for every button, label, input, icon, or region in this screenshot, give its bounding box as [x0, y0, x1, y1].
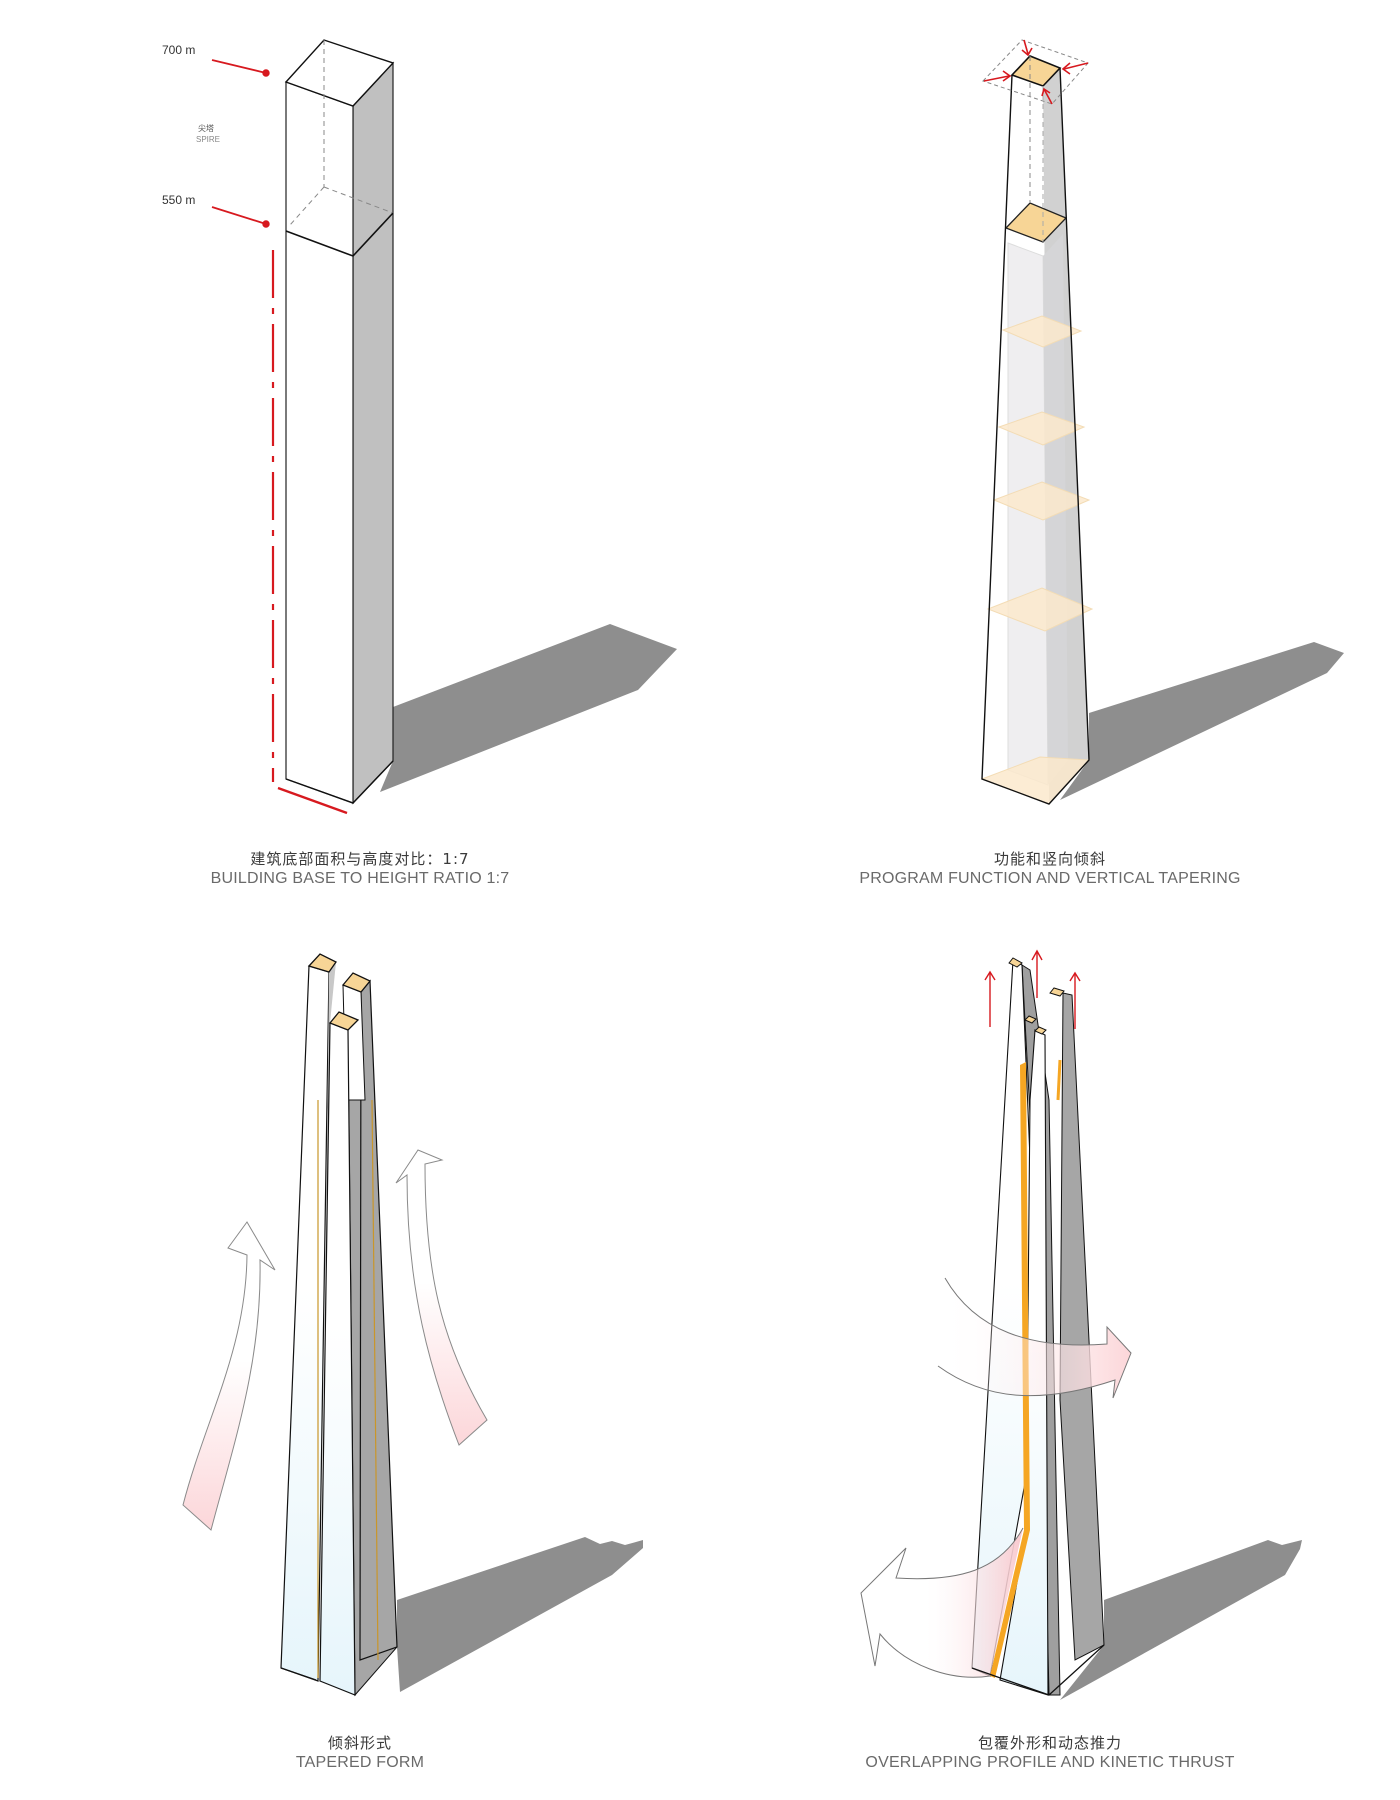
caption-zh: 建筑底部面积与高度对比：1:7: [250, 850, 470, 868]
panel-base-ratio: [211, 39, 677, 815]
caption-zh: 包覆外形和动态推力: [977, 1734, 1122, 1752]
spire-base-line: [285, 212, 394, 257]
height-markers: [211, 59, 348, 815]
envelope-outline: [981, 67, 1090, 805]
prism-back-side: [359, 979, 398, 1661]
panel-program-tapering: [980, 39, 1344, 805]
tower-top-face: [284, 39, 395, 107]
prism-top-cap: [341, 972, 372, 993]
caption-program-tapering: 功能和竖向倾斜 PROGRAM FUNCTION AND VERTICAL TA…: [770, 849, 1330, 889]
orange-seam: [1056, 1059, 1062, 1101]
wind-arrow-right: [937, 1277, 1132, 1399]
prism-top-cap: [1008, 957, 1023, 968]
wind-arrow-left: [860, 1527, 1024, 1678]
thrust-arrows: [984, 949, 1081, 1029]
caption-zh: 倾斜形式: [327, 1734, 392, 1752]
prism-top-cap: [1024, 1015, 1037, 1024]
tower-shadow: [380, 624, 677, 792]
tower-base-edge: [971, 1644, 1105, 1696]
tower-shadow: [1060, 642, 1344, 800]
airflow-arrow-left: [182, 1221, 276, 1531]
prism-top-cap: [328, 1011, 360, 1031]
taper-arrows: [983, 39, 1089, 105]
caption-en: TAPERED FORM: [295, 1754, 425, 1771]
orange-seam: [371, 1099, 379, 1661]
spire-label-en: SPIRE: [196, 135, 221, 144]
height-label-550: 550 m: [162, 193, 196, 207]
caption-kinetic-thrust: 包覆外形和动态推力 OVERLAPPING PROFILE AND KINETI…: [770, 1733, 1330, 1773]
prism-top-cap: [1049, 987, 1065, 997]
caption-en: OVERLAPPING PROFILE AND KINETIC THRUST: [865, 1754, 1235, 1771]
prism-top-cap: [307, 953, 337, 973]
tower-shadow: [1060, 1540, 1302, 1700]
caption-en: BUILDING BASE TO HEIGHT RATIO 1:7: [210, 870, 510, 887]
caption-tapered-form: 倾斜形式 TAPERED FORM: [80, 1733, 640, 1773]
prism-mid-front: [999, 1029, 1049, 1696]
airflow-arrow-right: [395, 1149, 488, 1446]
tower-base-edge: [285, 760, 394, 804]
tower-side-face: [352, 61, 394, 805]
panel-tapered-form: [182, 953, 643, 1697]
height-label-700: 700 m: [162, 43, 196, 57]
caption-base-ratio: 建筑底部面积与高度对比：1:7 BUILDING BASE TO HEIGHT …: [80, 849, 640, 889]
spire-label-zh: 尖塔: [198, 124, 214, 133]
caption-zh: 功能和竖向倾斜: [993, 850, 1106, 868]
prism-back-side: [1059, 992, 1105, 1661]
program-floor-plates: [980, 315, 1094, 805]
spire-hidden-edges: [289, 40, 394, 226]
panel-kinetic-thrust: [860, 949, 1302, 1700]
tower-front-face: [285, 81, 354, 804]
base-dimension-line: [277, 786, 348, 815]
caption-en: PROGRAM FUNCTION AND VERTICAL TAPERING: [859, 870, 1241, 887]
orange-seam: [990, 1062, 1030, 1678]
tower-shadow: [397, 1537, 643, 1692]
prism-top-cap: [1034, 1026, 1047, 1035]
tower-base-edge: [280, 1667, 317, 1681]
